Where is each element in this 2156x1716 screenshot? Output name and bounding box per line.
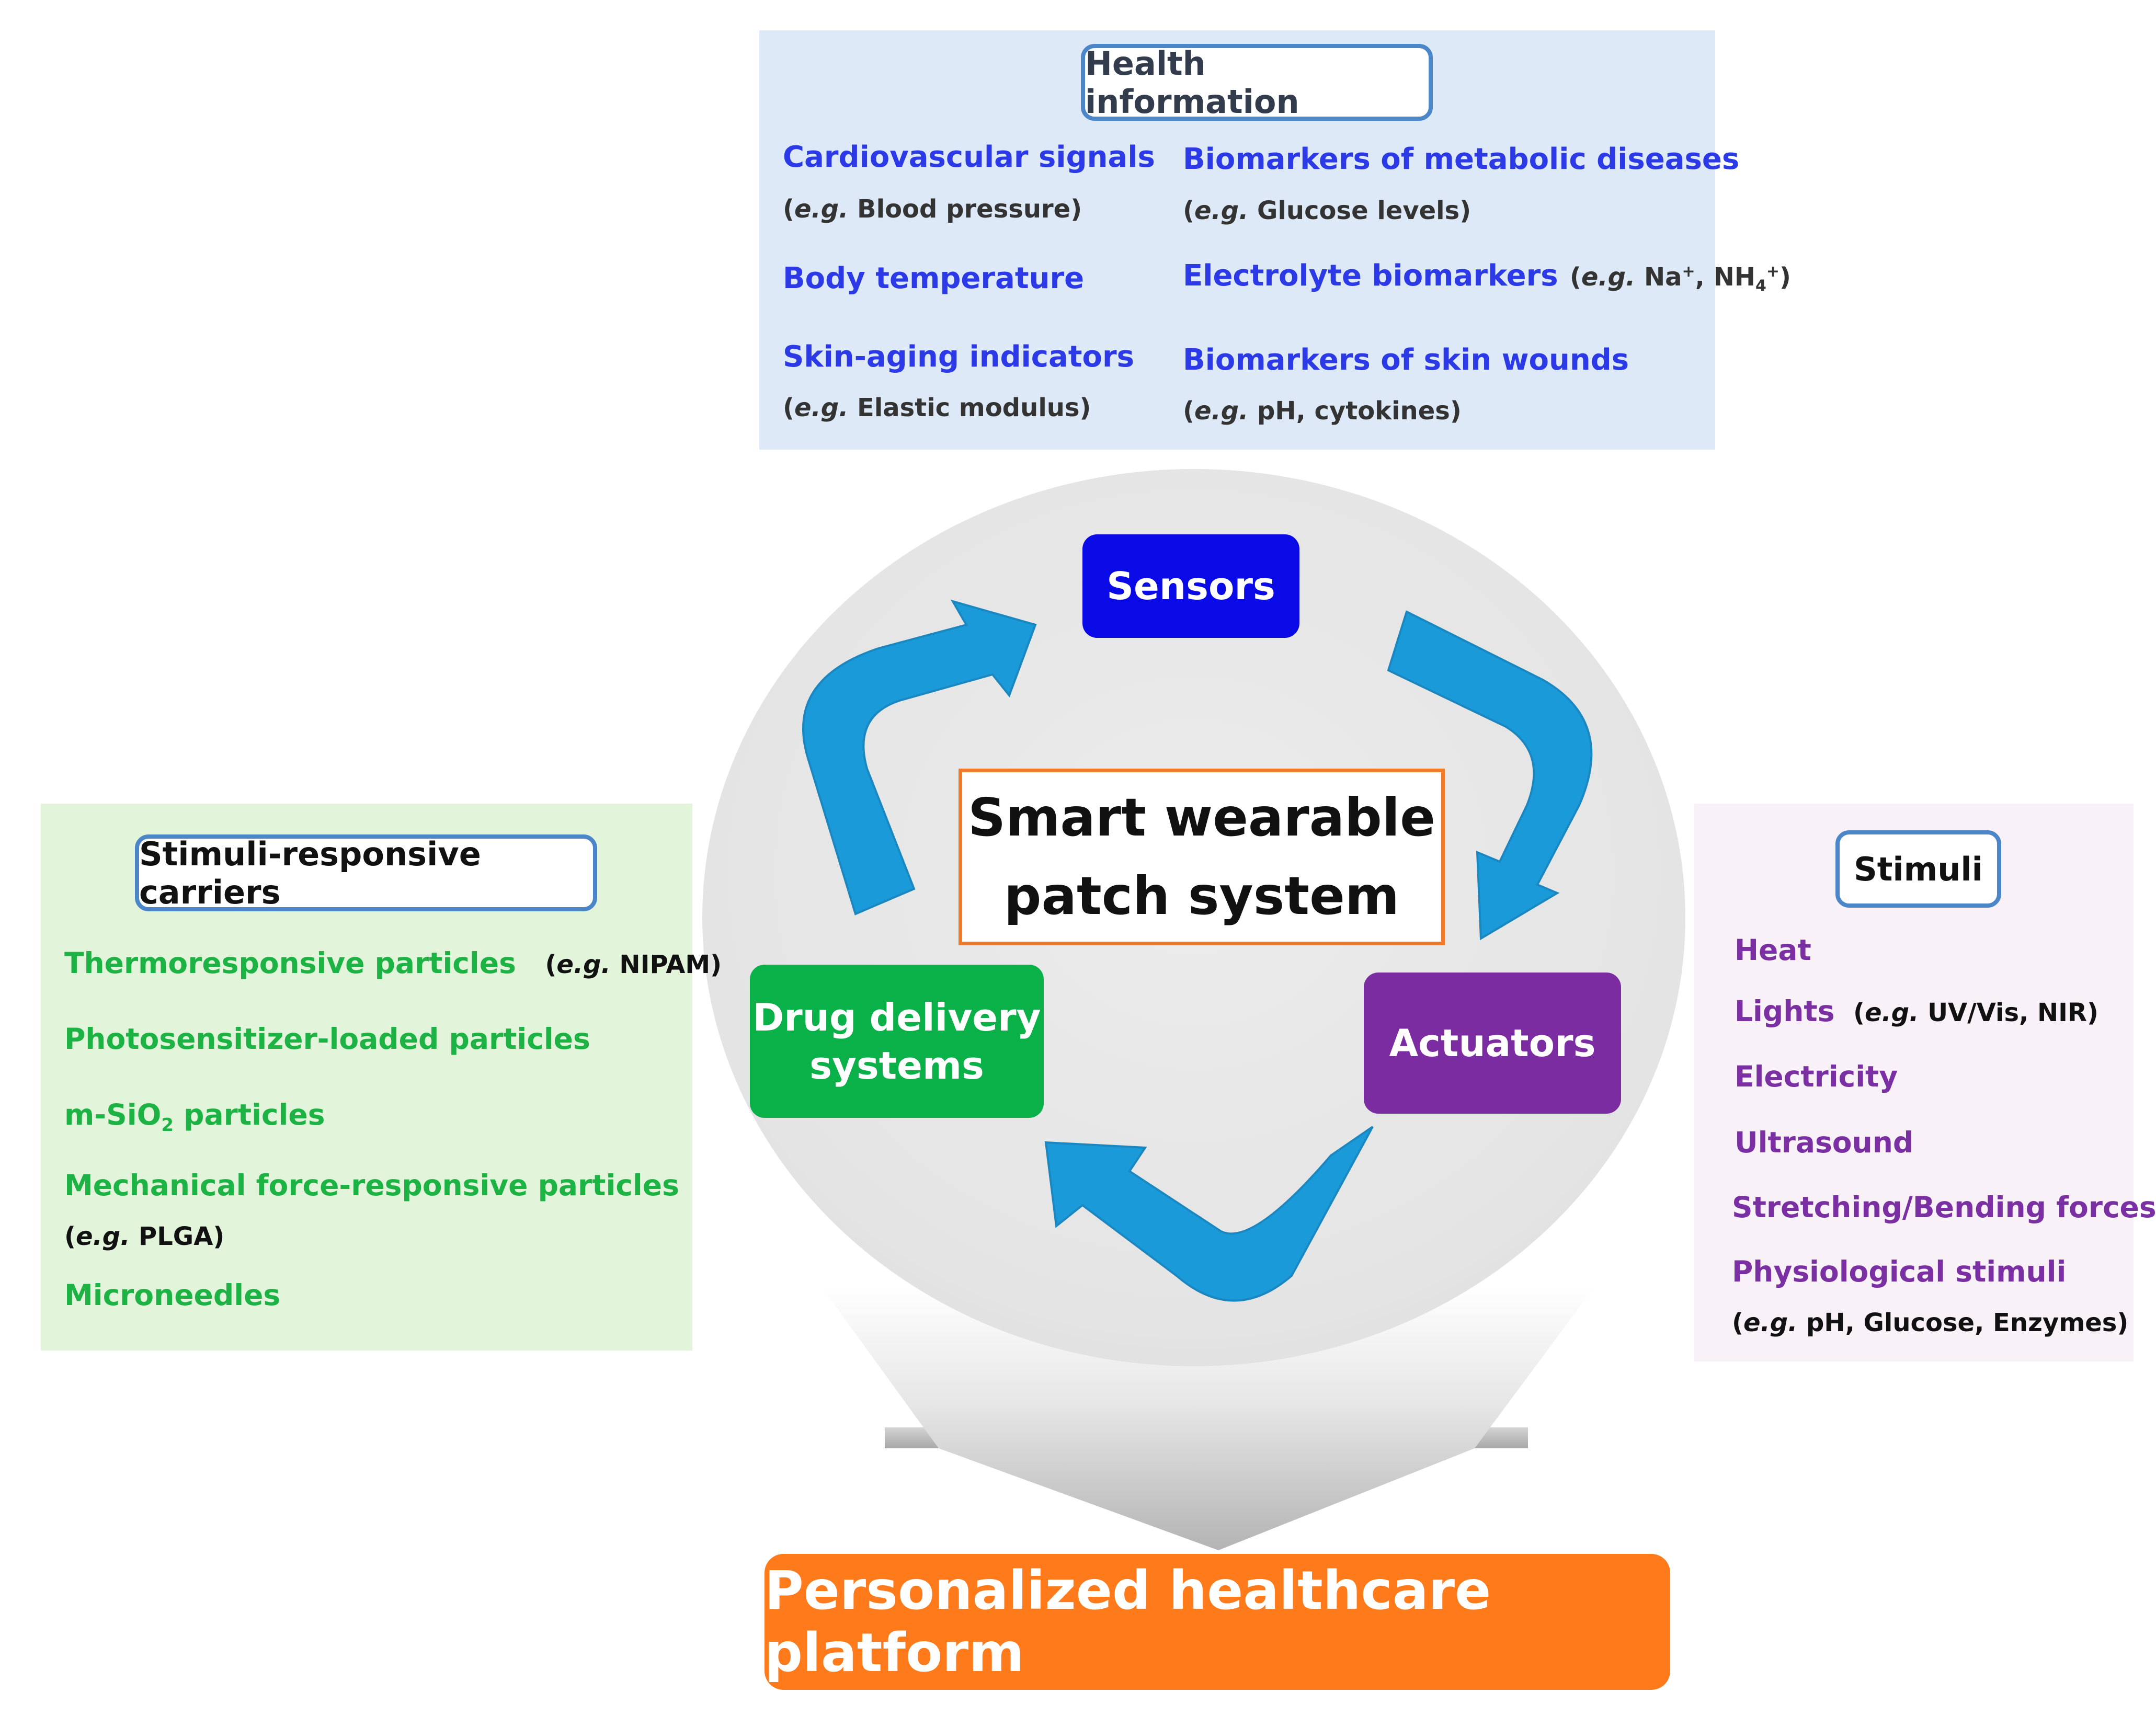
stretching-bending-label: Stretching/Bending forces bbox=[1732, 1191, 2156, 1224]
lights-label: Lights bbox=[1735, 994, 1835, 1028]
skin-wound-biomarkers-label: Biomarkers of skin wounds bbox=[1183, 343, 1629, 377]
skin-aging-label: Skin-aging indicators bbox=[783, 340, 1134, 374]
metabolic-example: (e.g. Glucose levels) bbox=[1183, 196, 1471, 225]
microneedles-label: Microneedles bbox=[64, 1278, 281, 1312]
electrolyte-example: (e.g. Na+, NH4+) bbox=[1561, 262, 1791, 295]
body-temperature-label: Body temperature bbox=[783, 261, 1085, 295]
lights-example: (e.g. UV/Vis, NIR) bbox=[1853, 998, 2098, 1027]
lights-row: Lights (e.g. UV/Vis, NIR) bbox=[1735, 994, 2098, 1028]
skin-wound-example: (e.g. pH, cytokines) bbox=[1183, 396, 1462, 426]
actuators-node: Actuators bbox=[1364, 973, 1621, 1114]
cardiovascular-signals-label: Cardiovascular signals bbox=[783, 140, 1155, 174]
mechanical-force-example: (e.g. PLGA) bbox=[64, 1222, 225, 1251]
curved-arrow-icon bbox=[1387, 610, 1593, 941]
electricity-label: Electricity bbox=[1735, 1060, 1898, 1093]
photosensitizer-label: Photosensitizer-loaded particles bbox=[64, 1022, 590, 1056]
curved-arrow-icon bbox=[1044, 1126, 1374, 1302]
stimuli-title: Stimuli bbox=[1835, 830, 2001, 908]
thermoresponsive-label: Thermoresponsive particles bbox=[64, 946, 516, 980]
heat-label: Heat bbox=[1735, 933, 1811, 967]
stimuli-responsive-carriers-title: Stimuli-responsive carriers bbox=[135, 834, 597, 911]
skin-aging-example: (e.g. Elastic modulus) bbox=[783, 393, 1091, 422]
health-information-title: Health information bbox=[1081, 44, 1433, 121]
electrolyte-row: Electrolyte biomarkers (e.g. Na+, NH4+) bbox=[1183, 259, 1791, 295]
smart-wearable-patch-system-box: Smart wearable patch system bbox=[959, 769, 1445, 945]
thermoresponsive-example: (e.g. NIPAM) bbox=[545, 950, 722, 979]
msio2-particles-label: m-SiO2 particles bbox=[64, 1098, 325, 1136]
metabolic-biomarkers-label: Biomarkers of metabolic diseases bbox=[1183, 142, 1740, 176]
cardiovascular-example: (e.g. Blood pressure) bbox=[783, 195, 1082, 224]
ultrasound-label: Ultrasound bbox=[1735, 1126, 1914, 1159]
curved-arrow-icon bbox=[802, 599, 1037, 916]
physiological-example: (e.g. pH, Glucose, Enzymes) bbox=[1732, 1308, 2129, 1337]
physiological-stimuli-label: Physiological stimuli bbox=[1732, 1255, 2067, 1288]
mechanical-force-label: Mechanical force-responsive particles bbox=[64, 1169, 679, 1202]
personalized-healthcare-platform-box: Personalized healthcare platform bbox=[765, 1554, 1670, 1690]
drug-delivery-systems-node: Drug delivery systems bbox=[750, 965, 1044, 1118]
electrolyte-biomarkers-label: Electrolyte biomarkers bbox=[1183, 259, 1558, 293]
thermoresponsive-row: Thermoresponsive particles (e.g. NIPAM) bbox=[64, 946, 722, 980]
sensors-node: Sensors bbox=[1082, 534, 1299, 638]
funnel-arrow-icon bbox=[821, 1286, 1595, 1550]
